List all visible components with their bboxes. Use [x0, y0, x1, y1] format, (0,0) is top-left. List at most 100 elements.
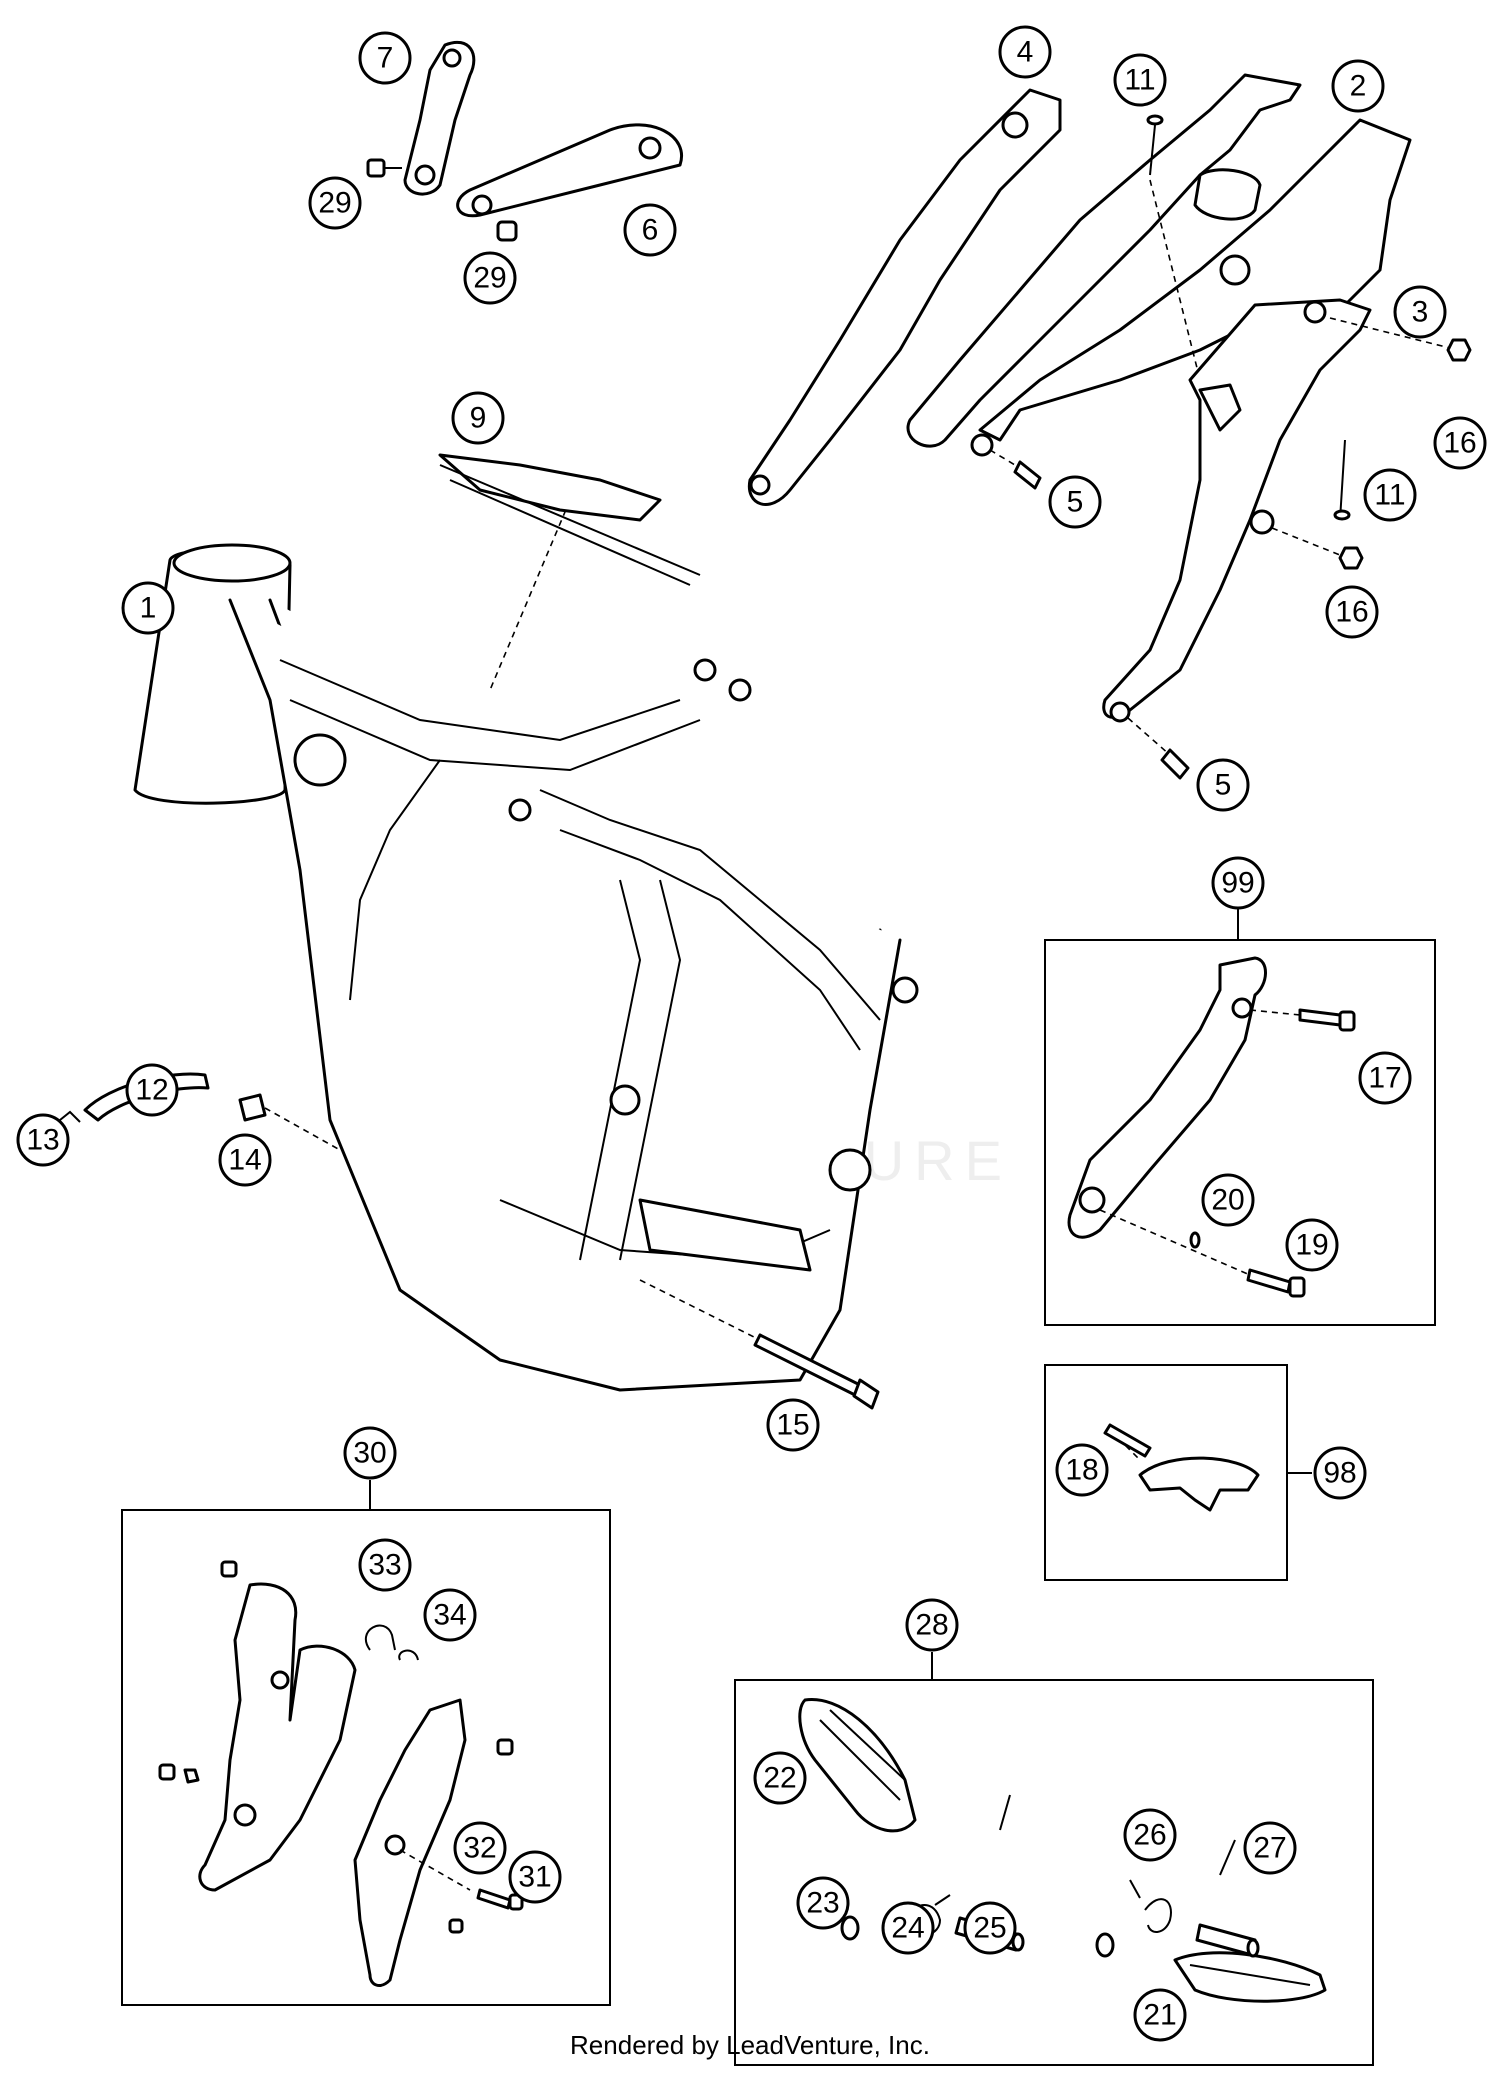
callout-13: 13 — [16, 1113, 70, 1167]
callout-14: 14 — [218, 1133, 272, 1187]
part-23-washer-right — [1095, 1932, 1115, 1958]
svg-text:15: 15 — [776, 1409, 809, 1442]
part-29-bolt-b — [496, 220, 518, 242]
callout-5a: 5 — [1048, 475, 1102, 529]
callout-12: 12 — [125, 1063, 179, 1117]
part-11-pin-lower — [1333, 439, 1351, 521]
svg-text:30: 30 — [353, 1437, 386, 1470]
callout-6: 6 — [623, 203, 677, 257]
svg-text:11: 11 — [1374, 479, 1405, 512]
svg-text:24: 24 — [891, 1912, 924, 1945]
part-25-pin-right — [1195, 1923, 1260, 1958]
part-15-bolt — [639, 1279, 880, 1410]
svg-text:26: 26 — [1133, 1819, 1166, 1852]
part-7-bracket — [403, 40, 476, 196]
callout-21: 21 — [1133, 1988, 1187, 2042]
callout-33: 33 — [358, 1538, 412, 1592]
svg-text:18: 18 — [1065, 1454, 1098, 1487]
callout-1: 1 — [121, 581, 175, 635]
part-29-bolt-a — [366, 158, 402, 178]
svg-text:9: 9 — [470, 402, 487, 435]
callout-15: 15 — [766, 1398, 820, 1452]
part-13-clip — [59, 1110, 81, 1123]
callout-99: 99 — [1211, 856, 1265, 910]
callout-11b: 11 — [1363, 468, 1417, 522]
callout-23: 23 — [796, 1876, 850, 1930]
callout-24: 24 — [881, 1901, 935, 1955]
footer-credit: Rendered by LeadVenture, Inc. — [570, 2030, 930, 2060]
svg-text:17: 17 — [1368, 1062, 1401, 1095]
part-23-washer-left — [840, 1915, 860, 1941]
part-30-frame-protector-left — [198, 1582, 357, 1892]
callout-16b: 16 — [1325, 585, 1379, 639]
part-30-frame-protector-right — [353, 1698, 467, 1987]
svg-text:23: 23 — [806, 1887, 839, 1920]
part-3-subframe-lower — [1102, 298, 1372, 723]
part-99-chain-guide — [1067, 956, 1267, 1239]
callout-28: 28 — [905, 1598, 959, 1652]
part-20-washer — [1189, 1231, 1201, 1249]
callout-98: 98 — [1313, 1446, 1367, 1500]
part-4-subframe-side — [747, 88, 1062, 506]
callout-22: 22 — [753, 1751, 807, 1805]
callout-27: 27 — [1243, 1821, 1297, 1875]
svg-text:5: 5 — [1215, 769, 1232, 802]
callout-17: 17 — [1358, 1051, 1412, 1105]
svg-text:31: 31 — [518, 1861, 551, 1894]
svg-text:13: 13 — [26, 1124, 59, 1157]
callout-7: 7 — [358, 31, 412, 85]
group-box-99 — [1044, 939, 1436, 1326]
leader-9 — [489, 499, 571, 691]
part-16-nut-lower — [1271, 527, 1364, 570]
callout-31: 31 — [508, 1850, 562, 1904]
svg-text:33: 33 — [368, 1549, 401, 1582]
svg-text:19: 19 — [1295, 1229, 1328, 1262]
callout-19: 19 — [1285, 1218, 1339, 1272]
callout-20: 20 — [1201, 1173, 1255, 1227]
svg-text:7: 7 — [377, 42, 394, 75]
part-17-screw — [1249, 1008, 1356, 1032]
svg-text:12: 12 — [135, 1074, 168, 1107]
part-26-spring-right — [1129, 1879, 1172, 1933]
callout-2: 2 — [1331, 59, 1385, 113]
group-box-30 — [121, 1509, 611, 2006]
callout-9: 9 — [451, 391, 505, 445]
svg-text:11: 11 — [1124, 64, 1155, 97]
part-21-footpeg-right — [1173, 1951, 1327, 2003]
svg-text:32: 32 — [463, 1832, 496, 1865]
part-22-footpeg-left — [798, 1698, 917, 1833]
svg-text:1: 1 — [140, 592, 157, 625]
main-frame — [133, 543, 919, 1392]
svg-text:34: 34 — [433, 1599, 466, 1632]
callout-25: 25 — [963, 1901, 1017, 1955]
part-2-subframe — [906, 73, 1412, 457]
part-cotter-pins — [999, 1794, 1236, 1876]
svg-text:21: 21 — [1143, 1999, 1176, 2032]
callout-34: 34 — [423, 1588, 477, 1642]
callout-30: 30 — [343, 1426, 397, 1480]
callout-32: 32 — [453, 1821, 507, 1875]
svg-text:5: 5 — [1067, 486, 1084, 519]
callout-11a: 11 — [1113, 53, 1167, 107]
callout-29a: 29 — [308, 176, 362, 230]
svg-text:4: 4 — [1017, 36, 1034, 69]
svg-text:27: 27 — [1253, 1832, 1286, 1865]
part-34-clip — [398, 1649, 419, 1661]
callout-5b: 5 — [1196, 758, 1250, 812]
svg-text:6: 6 — [642, 214, 659, 247]
svg-text:98: 98 — [1323, 1457, 1356, 1490]
part-16-nut-upper — [1329, 317, 1472, 362]
svg-text:2: 2 — [1350, 70, 1367, 103]
part-9-plate — [438, 453, 701, 586]
part-33-clamp — [364, 1624, 396, 1651]
svg-text:22: 22 — [763, 1762, 796, 1795]
callout-26: 26 — [1123, 1808, 1177, 1862]
svg-text:29: 29 — [473, 262, 506, 295]
part-98-chain-slider — [1103, 1423, 1260, 1512]
svg-text:29: 29 — [318, 187, 351, 220]
svg-text:16: 16 — [1335, 596, 1368, 629]
svg-text:14: 14 — [228, 1144, 261, 1177]
part-5-bolt-lower — [1127, 717, 1190, 780]
svg-text:3: 3 — [1412, 296, 1429, 329]
